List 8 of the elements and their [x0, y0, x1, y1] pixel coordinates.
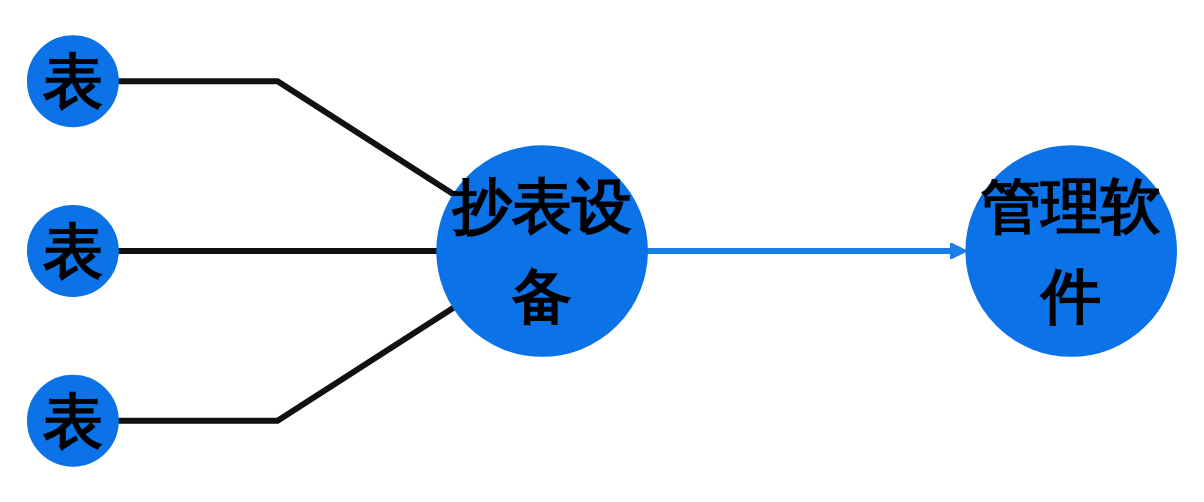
node-circle: 表	[26, 205, 119, 297]
node-circle: 表	[26, 374, 119, 467]
node-circle: 抄表设备	[436, 145, 648, 357]
node-circle: 管理软件	[965, 145, 1178, 357]
connector	[117, 78, 456, 197]
connector	[117, 305, 456, 424]
node-circle: 表	[26, 35, 119, 128]
connector	[117, 248, 438, 254]
